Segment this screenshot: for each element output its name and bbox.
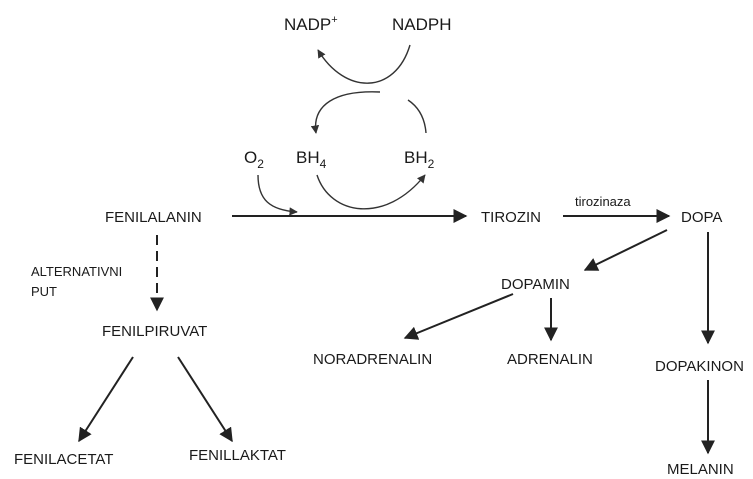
arrow-dopamin-noradrenalin [403,293,514,340]
melanin-label: MELANIN [667,461,734,478]
cycle-arc-to-bh4 [310,91,381,134]
tirozin-label: TIROZIN [481,209,541,226]
arrow-dopa-dopamin [583,229,668,271]
nadph-label: NADPH [392,15,452,34]
arrow-fenilpiruvat-fenillaktat [177,356,233,443]
cycle-arc-from-bh2 [407,99,427,134]
fenilalanin-label: FENILALANIN [105,209,202,226]
bh2-label: BH2 [404,148,435,171]
dopakinon-label: DOPAKINON [655,358,744,375]
fenilacetat-label: FENILACETAT [14,451,113,468]
put-label: PUT [31,284,57,299]
dopamin-label: DOPAMIN [501,276,570,293]
o2-arc [257,174,298,216]
bh4-to-bh2-arc [316,174,426,210]
fenillaktat-label: FENILLAKTAT [189,447,286,464]
arrow-fenilpiruvat-fenilacetat [78,356,134,443]
fenilpiruvat-label: FENILPIRUVAT [102,323,207,340]
tirozinaza-label: tirozinaza [575,194,631,209]
dopa-label: DOPA [681,209,722,226]
alternativni-label: ALTERNATIVNI [31,264,122,279]
noradrenalin-label: NORADRENALIN [313,351,432,368]
adrenalin-label: ADRENALIN [507,351,593,368]
nadp-plus-label: NADP+ [284,14,338,34]
nadph-to-nadp-arc [317,44,411,84]
o2-label: O2 [244,148,264,171]
bh4-label: BH4 [296,148,327,171]
